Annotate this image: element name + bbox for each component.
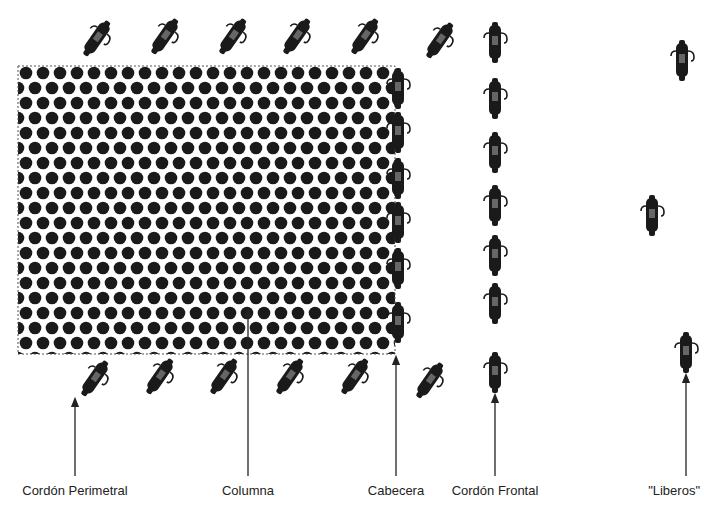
part-label: Cordón Perimetral [22, 483, 128, 499]
part-label: Cordón Frontal [452, 483, 539, 499]
part-label: Columna [222, 483, 274, 499]
part-label: Cabecera [368, 483, 424, 499]
part-label: "Liberos" [648, 483, 700, 499]
